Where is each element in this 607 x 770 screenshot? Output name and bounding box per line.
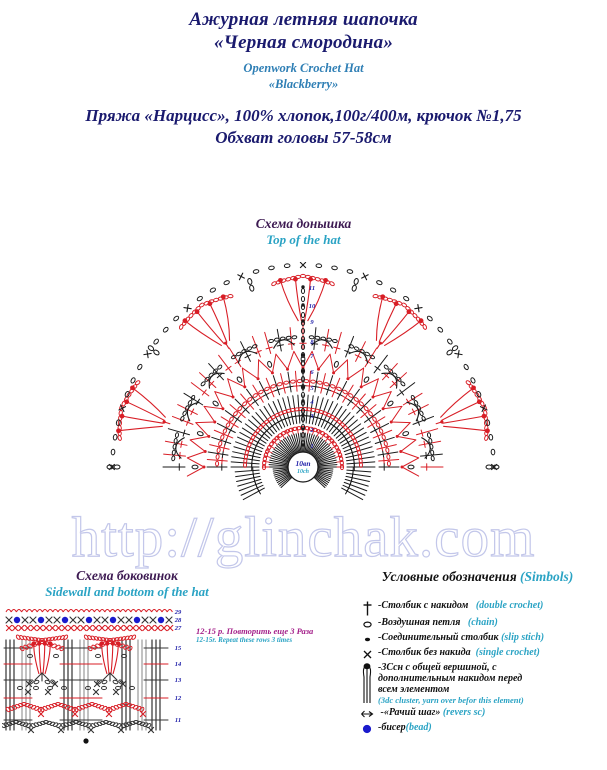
legend-item-cluster: -3Ссн с общей вершиной, с дополнительным… bbox=[356, 662, 607, 706]
yarn-info: Пряжа «Нарцисс», 100% хлопок,100г/400м, … bbox=[0, 105, 607, 149]
svg-text:8: 8 bbox=[310, 339, 314, 346]
legend-label-en: (double crochet) bbox=[475, 600, 544, 611]
repeat-note-ru: 12-15 р. Повторить еще 3 Раза bbox=[196, 626, 314, 636]
svg-text:10вп: 10вп bbox=[295, 459, 310, 468]
double-crochet-icon bbox=[356, 600, 378, 616]
legend-title-en: (Simbols) bbox=[520, 569, 574, 584]
legend-label-en: (chain) bbox=[467, 617, 498, 628]
yarn-line1: Пряжа «Нарцисс», 100% хлопок,100г/400м, … bbox=[85, 106, 522, 125]
svg-text:29: 29 bbox=[174, 609, 182, 616]
legend-label-en: (revers sc) bbox=[442, 707, 486, 718]
sidewall-title-en: Sidewall and bottom of the hat bbox=[45, 584, 209, 599]
svg-text:15: 15 bbox=[175, 645, 182, 652]
svg-text:13: 13 bbox=[175, 677, 182, 684]
cluster-icon bbox=[356, 662, 378, 705]
legend-label-en: (bead) bbox=[405, 722, 432, 733]
legend-label-ru: -Столбик без накида bbox=[378, 647, 471, 658]
legend-label-ru: -Соединительный столбик bbox=[378, 632, 499, 643]
chain-icon bbox=[356, 617, 378, 631]
sidewall-title-ru: Схема боковинок bbox=[76, 568, 178, 583]
svg-text:9: 9 bbox=[310, 319, 314, 326]
svg-text:1: 1 bbox=[310, 443, 313, 450]
legend-list: -Столбик с накидом (double crochet) -Воз… bbox=[356, 600, 607, 737]
page-title-ru: Ажурная летняя шапочка «Черная смородина… bbox=[0, 8, 607, 54]
svg-text:28: 28 bbox=[174, 617, 182, 624]
svg-text:11: 11 bbox=[309, 285, 315, 292]
legend-item-reverse-sc: -«Рачий шаг» (revers sc) bbox=[356, 707, 607, 721]
legend-item-slip-stitch: -Соединительный столбик (slip stich) bbox=[356, 632, 607, 646]
svg-text:12: 12 bbox=[175, 695, 182, 702]
svg-text:4: 4 bbox=[309, 399, 314, 406]
svg-text:10ch: 10ch bbox=[297, 469, 310, 475]
slip-stitch-icon bbox=[356, 632, 378, 646]
svg-text:11: 11 bbox=[175, 717, 181, 724]
svg-text:2: 2 bbox=[309, 427, 314, 434]
repeat-note-en: 12-15r. Repeat these rows 3 times bbox=[196, 636, 293, 644]
sidewall-chart-title: Схема боковинок Sidewall and bottom of t… bbox=[0, 568, 262, 600]
legend-label-ru: -Воздушная петля bbox=[378, 617, 461, 628]
top-chart-title: Схема донышка Top of the hat bbox=[0, 216, 607, 248]
repeat-note: 12-15 р. Повторить еще 3 Раза 12-15r. Re… bbox=[196, 626, 356, 645]
svg-text:5: 5 bbox=[310, 385, 314, 392]
legend-label-en: (slip stich) bbox=[501, 632, 545, 643]
title-ru-line2: «Черная смородина» bbox=[213, 32, 394, 53]
legend-title-ru: Условные обозначения bbox=[381, 569, 521, 584]
top-chart-title-en: Top of the hat bbox=[266, 232, 341, 247]
legend-label-en: (single crochet) bbox=[475, 647, 540, 658]
svg-text:10: 10 bbox=[309, 303, 316, 310]
legend-label-ru: -«Рачий шаг» bbox=[380, 707, 441, 718]
legend-item-double-crochet: -Столбик с накидом (double crochet) bbox=[356, 600, 607, 616]
svg-text:3: 3 bbox=[309, 413, 314, 420]
yarn-line2: Обхват головы 57-58см bbox=[215, 128, 392, 147]
legend-item-chain: -Воздушная петля (chain) bbox=[356, 617, 607, 631]
svg-text:7: 7 bbox=[310, 353, 314, 360]
legend-label-ru-3: всем элементом bbox=[378, 684, 450, 695]
single-crochet-icon bbox=[356, 647, 378, 661]
watermark: http://glinchak.com bbox=[71, 506, 536, 569]
legend-label-ru-2: дополнительным накидом перед bbox=[378, 673, 523, 684]
legend-item-bead: -бисер(bead) bbox=[356, 722, 607, 736]
legend-label-en: (3dc cluster, yarn over befor this eleme… bbox=[378, 695, 524, 705]
title-ru-line1: Ажурная летняя шапочка bbox=[189, 9, 418, 30]
legend-label-ru-1: -3Ссн с общей вершиной, с bbox=[378, 662, 497, 673]
page-title-en: Openwork Crochet Hat «Blackberry» bbox=[0, 60, 607, 92]
top-chart-title-ru: Схема донышка bbox=[255, 216, 352, 231]
svg-text:6: 6 bbox=[310, 369, 314, 376]
title-en-line2: «Blackberry» bbox=[268, 77, 339, 91]
bead-icon bbox=[356, 722, 378, 735]
legend-label-ru: -Столбик с накидом bbox=[378, 600, 469, 611]
legend-label-ru: -бисер bbox=[378, 722, 406, 733]
svg-text:27: 27 bbox=[174, 625, 182, 632]
legend-item-single-crochet: -Столбик без накида (single crochet) bbox=[356, 647, 607, 661]
title-en-line1: Openwork Crochet Hat bbox=[243, 61, 364, 75]
legend-title: Условные обозначения (Simbols) bbox=[348, 568, 607, 586]
reverse-sc-icon bbox=[356, 707, 378, 720]
svg-text:14: 14 bbox=[175, 661, 182, 668]
